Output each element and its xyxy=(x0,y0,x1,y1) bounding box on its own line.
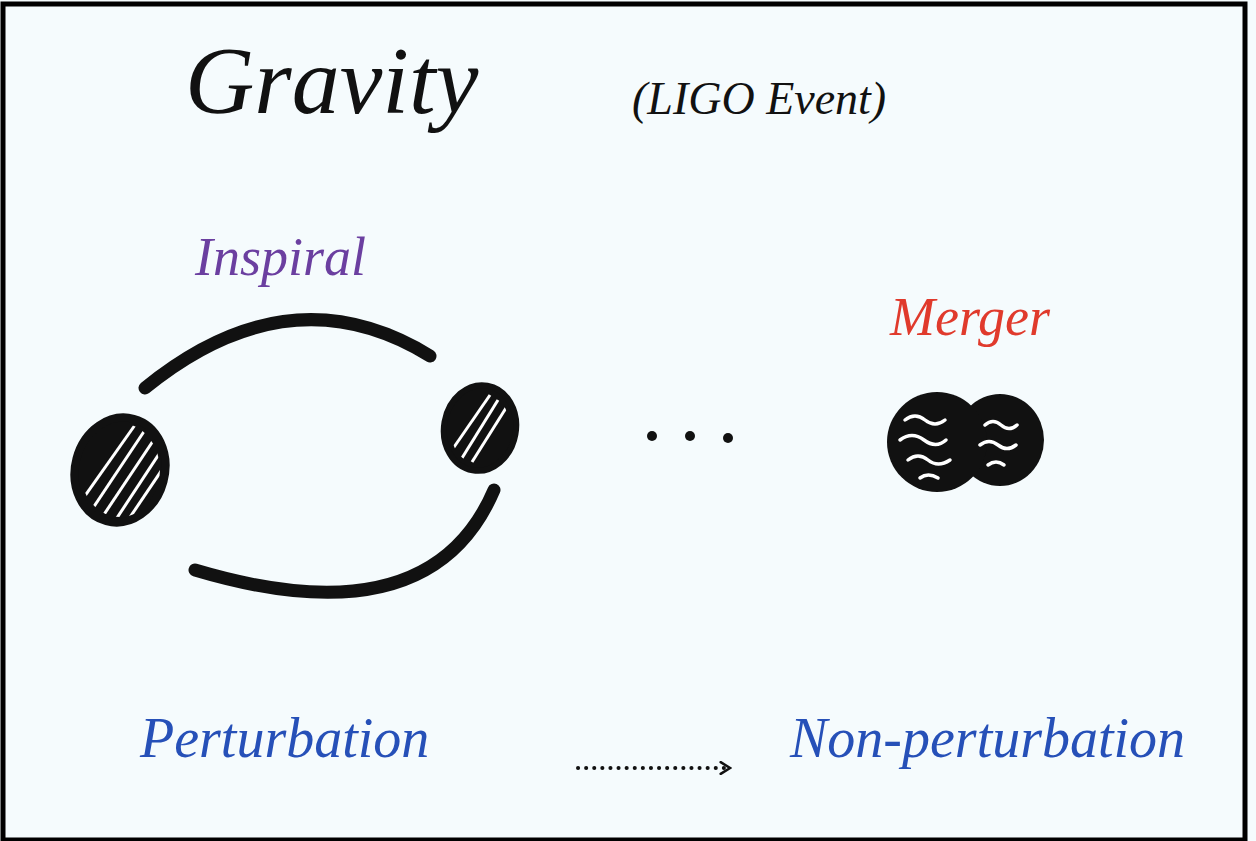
ellipsis-dots xyxy=(647,431,733,443)
black-hole xyxy=(63,407,177,533)
regime-label: Non-perturbation xyxy=(790,708,1185,770)
stage-label: Inspiral xyxy=(195,228,366,287)
black-hole xyxy=(437,379,523,476)
merged-black-hole xyxy=(887,392,1044,492)
stage-label: Merger xyxy=(890,288,1050,347)
orbit-arc xyxy=(195,490,494,592)
subtitle: (LIGO Event) xyxy=(632,74,886,125)
regime-label: Perturbation xyxy=(140,708,429,770)
title: Gravity xyxy=(185,28,478,134)
frame xyxy=(3,4,1245,840)
orbit-arc xyxy=(145,320,430,388)
dotted-arrow xyxy=(578,766,730,770)
